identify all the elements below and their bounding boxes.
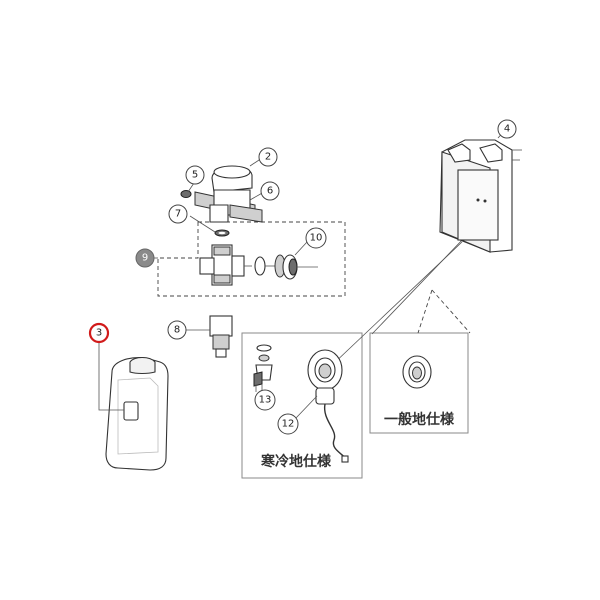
assembly-9-boundary	[157, 221, 346, 297]
part-8-fitting	[209, 315, 233, 358]
part-3-cover	[105, 356, 169, 471]
svg-text:7: 7	[175, 209, 181, 220]
svg-text:13: 13	[259, 395, 272, 406]
svg-text:9: 9	[142, 253, 148, 264]
svg-text:10: 10	[310, 233, 323, 244]
leader-10	[294, 241, 308, 256]
svg-text:6: 6	[267, 186, 273, 197]
part-9-tee-body	[199, 244, 252, 286]
svg-text:5: 5	[192, 170, 198, 181]
leader-4-standard	[431, 289, 471, 334]
part-6-valve-body	[194, 189, 263, 223]
part-10-cartridge	[254, 254, 318, 280]
part-13-fitting	[253, 344, 273, 392]
cold-region-label: 寒冷地仕様	[261, 453, 332, 470]
standard-label: 一般地仕様	[384, 411, 455, 428]
leader-4-standard-b	[417, 289, 433, 334]
part-12-heater	[307, 349, 349, 463]
callout-5[interactable]: 5	[185, 165, 205, 185]
svg-text:2: 2	[265, 152, 271, 163]
leader-5	[187, 182, 195, 193]
callout-7[interactable]: 7	[168, 204, 188, 224]
callout-8[interactable]: 8	[167, 320, 187, 340]
callout-10[interactable]: 10	[305, 227, 327, 249]
callout-3[interactable]: 3	[88, 322, 110, 344]
leader-7	[189, 215, 216, 233]
part-2-cap	[211, 165, 253, 193]
part-7-oring	[214, 229, 230, 237]
part-5-seal	[180, 190, 192, 198]
svg-text:3: 3	[96, 328, 102, 339]
leader-3	[98, 340, 124, 411]
callout-13[interactable]: 13	[254, 389, 276, 411]
standard-ring	[402, 355, 432, 389]
callout-6[interactable]: 6	[260, 181, 280, 201]
svg-text:8: 8	[174, 325, 180, 336]
callout-4[interactable]: 4	[497, 119, 517, 139]
callout-9[interactable]: 9	[135, 248, 155, 268]
leader-12	[295, 395, 318, 419]
part-4-wall-box	[439, 139, 522, 253]
callout-2[interactable]: 2	[258, 147, 278, 167]
svg-text:4: 4	[504, 124, 510, 135]
svg-text:12: 12	[282, 419, 295, 430]
callout-12[interactable]: 12	[277, 413, 299, 435]
